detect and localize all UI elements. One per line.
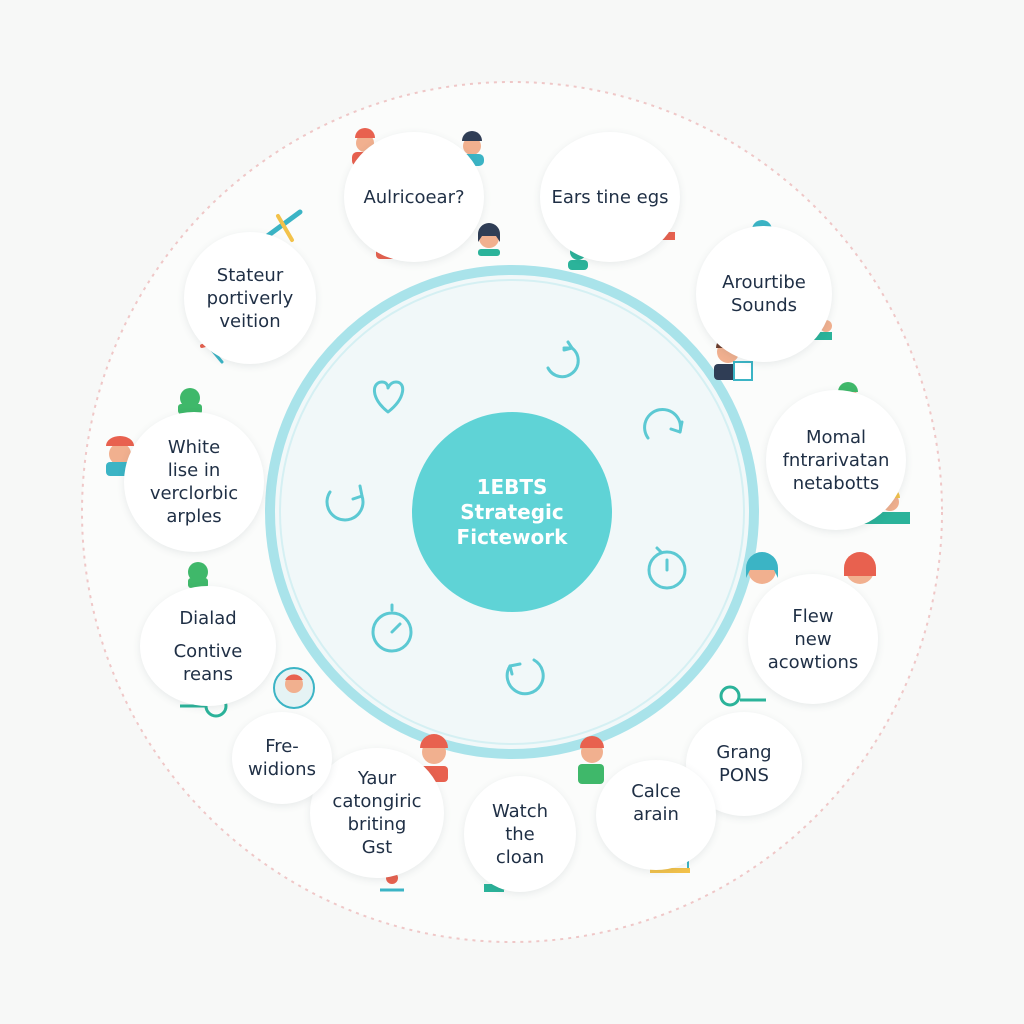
topic-bubble-b12: White lise in verclorbic arples (124, 412, 264, 552)
cycle-arrow-icon (505, 658, 545, 696)
bubble-line: veition (219, 310, 281, 332)
stopwatch-icon (371, 603, 413, 653)
refresh-icon (643, 408, 684, 440)
topic-bubble-b9: Yaur catongiric briting Gst (310, 748, 444, 878)
person-avatar-icon (746, 552, 778, 584)
bubble-line: Dialad (179, 607, 237, 629)
bubble-line: Ears tine egs (551, 186, 669, 208)
bubble-line: Grang (716, 742, 772, 763)
bubble-line: PONS (719, 765, 769, 786)
topic-bubble-b8: Watch the cloan (464, 776, 576, 892)
bubble-line: Sounds (730, 295, 798, 316)
timer-icon (647, 546, 687, 590)
robot-icon (188, 562, 208, 588)
person-avatar-icon (844, 552, 876, 584)
cycle-arrow-icon (546, 340, 580, 379)
heart-icon (373, 380, 405, 414)
inner-ring-edge (279, 279, 745, 745)
bubble-line: new (794, 628, 832, 650)
bubble-line: reans (183, 663, 233, 685)
bubble-line: portiverly (206, 287, 294, 309)
bubble-line: acowtions (767, 651, 859, 673)
bubble-line: White (167, 437, 221, 458)
bubble-line: fntrarivatan (782, 449, 890, 471)
bubble-line: widions (248, 759, 316, 780)
bubble-line: Watch (491, 800, 549, 822)
topic-bubble-b1: Aulricoear? (344, 132, 484, 262)
magnifier-icon (719, 685, 766, 707)
bubble-line: verclorbic (149, 483, 239, 504)
bubble-line: Aulricoear? (363, 186, 465, 208)
topic-bubble-b10: Fre- widions (232, 712, 332, 804)
bubble-line: Momal (805, 426, 867, 448)
bubble-line: arain (633, 804, 679, 825)
bubble-line: arples (166, 506, 222, 527)
bubble-line: briting (347, 814, 407, 835)
bubble-line: lise in (167, 460, 221, 481)
topic-bubble-b11: Dialad Contive reans (140, 586, 276, 706)
bubble-line: Gst (361, 837, 393, 858)
topic-bubble-b7: Calce arain (596, 760, 716, 870)
bubble-line: Fre- (265, 736, 299, 757)
topic-bubble-b2: Ears tine egs (540, 132, 680, 262)
bubble-line: Calce (631, 781, 681, 802)
person-avatar-icon (478, 223, 500, 256)
hub-circle (412, 412, 612, 612)
bubble-line: Yaur (357, 768, 397, 789)
topic-bubble-b13: Stateur portiverly veition (184, 232, 316, 364)
robot-icon (178, 388, 202, 414)
bubble-line: Flew (792, 605, 834, 627)
bubble-line: netabotts (792, 472, 880, 494)
person-avatar-icon (578, 736, 604, 784)
bubble-line: catongiric (332, 791, 422, 812)
bubble-line: the (505, 823, 535, 845)
topic-bubble-b3: Arourtibe Sounds (696, 226, 832, 362)
bubble-line: Arourtibe (722, 272, 806, 293)
topic-bubble-b5: Flew new acowtions (748, 574, 878, 704)
person-avatar-icon (273, 667, 315, 709)
topic-bubble-b4: Momal fntrarivatan netabotts (766, 390, 906, 530)
bubble-line: cloan (495, 846, 545, 868)
bubble-line: Stateur (216, 264, 284, 286)
rotate-icon (325, 484, 365, 522)
bubble-line: Contive (173, 640, 243, 662)
